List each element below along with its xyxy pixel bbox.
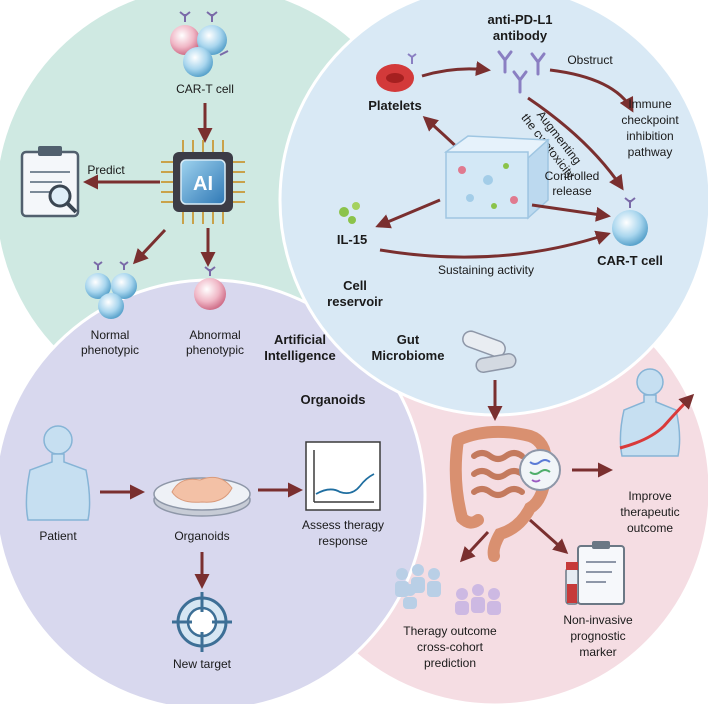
arrow-reservoir-to-il15: [375, 198, 441, 229]
il15-molecule-icon: [339, 202, 360, 224]
new-target-label: New target: [173, 657, 232, 671]
patient-icon: [25, 425, 91, 521]
marker-line1: Non-invasive: [563, 613, 633, 627]
arrow-reservoir-to-cart: [531, 203, 611, 222]
controlled-line1: Controlled: [545, 169, 600, 183]
arrow-gut-to-cohort: [459, 530, 490, 563]
improve-line2: therapeutic: [620, 505, 679, 519]
microbiome-title-line1: Gut: [397, 332, 420, 347]
improve-line1: Improve: [628, 489, 672, 503]
antibody-icon: [497, 50, 546, 94]
assess-line1: Assess theragy: [302, 518, 384, 532]
ai-chip-icon: [161, 140, 245, 224]
microbiome-title-line2: Microbiome: [372, 348, 445, 363]
sustaining-label: Sustaining activity: [438, 263, 534, 277]
checkpoint-line3: inhibition: [626, 129, 673, 143]
reservoir-title-line2: reservoir: [327, 294, 383, 309]
assess-line2: response: [318, 534, 368, 548]
controlled-line2: release: [552, 184, 592, 198]
response-chart-icon: [305, 441, 381, 511]
predict-label: Predict: [87, 163, 125, 177]
clipboard-magnifier-icon: [20, 146, 80, 218]
abnormal-label-line1: Abnormal: [189, 328, 240, 342]
platelets-label: Platelets: [368, 98, 421, 113]
ai-title-line1: Artificial: [274, 332, 326, 347]
ai-chip-label: AI: [193, 173, 213, 195]
arrow-gut-to-marker: [529, 518, 569, 554]
il15-label: IL-15: [337, 232, 367, 247]
arrow-platelets-to-antibody: [421, 61, 491, 78]
cart-cell-cluster-icon: [170, 11, 229, 77]
theragy-line3: prediction: [424, 656, 476, 670]
arrow-antibody-to-checkpoint: [549, 68, 634, 113]
abnormal-cell-icon: [194, 266, 226, 310]
obstruct-label: Obstruct: [567, 53, 613, 67]
normal-label-line2: phenotypic: [81, 343, 139, 357]
reservoir-cart-label: CAR-T cell: [597, 253, 663, 268]
target-crosshair-icon: [172, 592, 232, 652]
arrow-ai-to-normal: [132, 228, 167, 265]
normal-cell-cluster-icon: [85, 261, 137, 319]
marker-line3: marker: [579, 645, 616, 659]
checkpoint-line1: Immune: [628, 97, 672, 111]
petri-dish-icon: [153, 476, 251, 517]
arrow-antibody-to-cart: [527, 96, 624, 191]
checkpoint-line4: pathway: [628, 145, 673, 159]
organoids-label: Organoids: [174, 529, 229, 543]
improve-line3: outcome: [627, 521, 673, 535]
theragy-line2: cross-cohort: [417, 640, 484, 654]
platelet-icon: [376, 53, 417, 92]
ai-cart-label: CAR-T cell: [176, 82, 234, 96]
reservoir-title-line1: Cell: [343, 278, 367, 293]
normal-label-line1: Normal: [91, 328, 130, 342]
patient-label: Patient: [39, 529, 77, 543]
report-sample-icon: [565, 541, 625, 605]
checkpoint-line2: checkpoint: [621, 113, 679, 127]
marker-line2: prognostic: [570, 629, 625, 643]
improving-patient-icon: [619, 368, 695, 457]
theragy-line1: Theragy outcome: [403, 624, 497, 638]
cohort-people-icon: [395, 564, 501, 615]
antibody-label-line1: anti-PD-L1: [488, 12, 553, 27]
intestine-icon: [449, 425, 561, 562]
capsule-pills-icon: [462, 330, 517, 374]
antibody-label-line2: antibody: [493, 28, 548, 43]
hydrogel-cube-icon: [443, 135, 550, 220]
ai-title-line2: Intelligence: [264, 348, 336, 363]
arrow-il15-to-cart: [379, 230, 611, 259]
reservoir-cart-cell-icon: [612, 197, 648, 246]
abnormal-label-line2: phenotypic: [186, 343, 244, 357]
organoids-title: Organoids: [300, 392, 365, 407]
